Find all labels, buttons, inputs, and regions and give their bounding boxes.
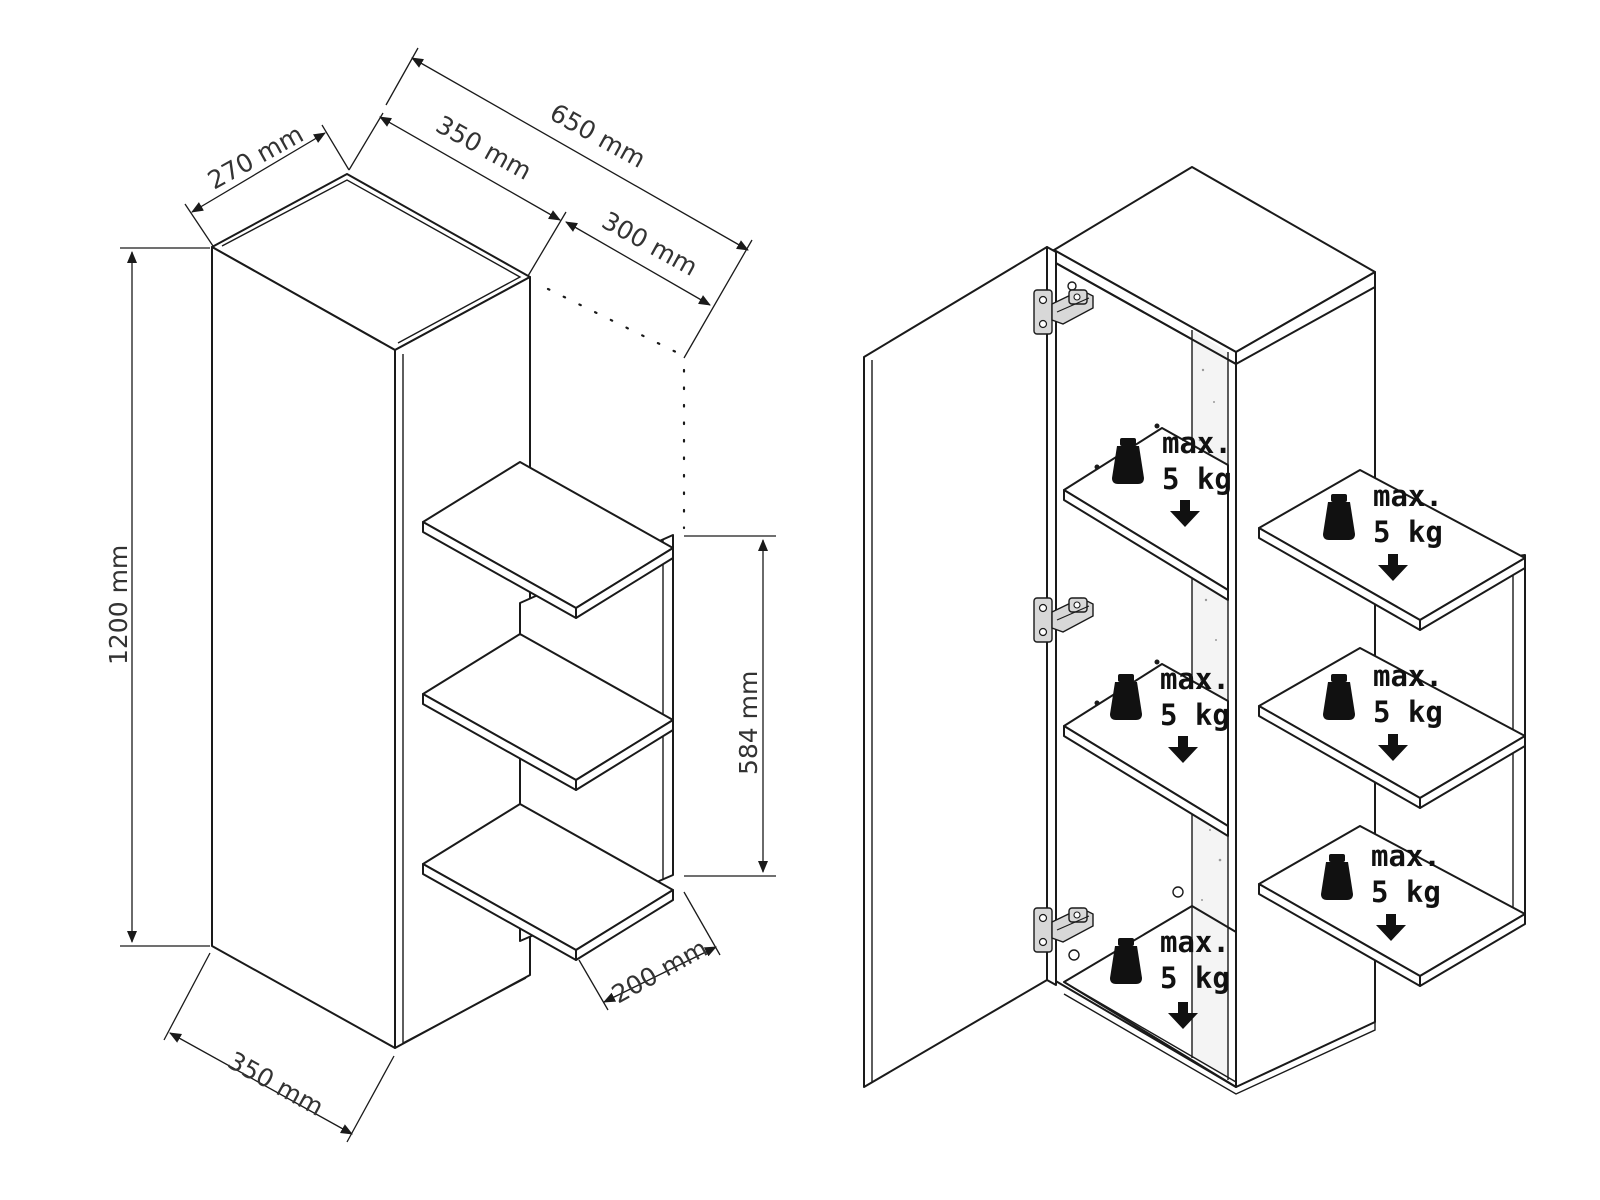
right-shelf-3 [1258, 825, 1526, 987]
load-indicator: max. 5 kg [1321, 839, 1441, 941]
load-kg-label: 5 kg [1371, 875, 1441, 909]
right-cabinet-bottom [1063, 905, 1237, 1088]
inner-shelf-2 [1063, 663, 1229, 837]
dim-200-label: 200 mm [607, 933, 712, 1009]
left-cabinet [211, 173, 531, 1049]
dim-584-label: 584 mm [734, 671, 763, 775]
load-kg-label: 5 kg [1373, 695, 1443, 729]
load-indicator: max. 5 kg [1323, 479, 1443, 581]
load-kg-label: 5 kg [1162, 462, 1232, 496]
load-max-label: max. [1373, 479, 1443, 513]
right-shelf-2 [1258, 647, 1526, 809]
dim-350-top-label: 350 mm [431, 110, 536, 186]
load-indicator: max. 5 kg [1323, 659, 1443, 761]
load-kg-label: 5 kg [1160, 698, 1230, 732]
left-shelf-1 [422, 461, 674, 619]
load-kg-label: 5 kg [1373, 515, 1443, 549]
extension-dots-top [546, 287, 686, 358]
inner-shelf-1 [1063, 427, 1229, 601]
left-cabinet-front [211, 246, 396, 1049]
dim-1200-label: 1200 mm [104, 545, 133, 665]
left-shelf-3 [422, 803, 674, 961]
dimension-lines [120, 47, 776, 1143]
load-indicator: max. 5 kg [1110, 662, 1230, 763]
open-door [863, 246, 1057, 1088]
dim-350-bottom-label: 350 mm [223, 1046, 328, 1122]
load-max-label: max. [1371, 839, 1441, 873]
load-indicator: max. 5 kg [1112, 426, 1232, 527]
load-indicator: max. 5 kg [1110, 925, 1230, 1029]
load-max-label: max. [1160, 925, 1230, 959]
left-shelf-2 [422, 633, 674, 791]
right-shelf-1 [1258, 469, 1526, 631]
load-max-label: max. [1373, 659, 1443, 693]
dim-650-label: 650 mm [545, 98, 650, 174]
dim-270-label: 270 mm [203, 119, 308, 195]
load-max-label: max. [1162, 426, 1232, 460]
load-kg-label: 5 kg [1160, 961, 1230, 995]
load-max-label: max. [1160, 662, 1230, 696]
